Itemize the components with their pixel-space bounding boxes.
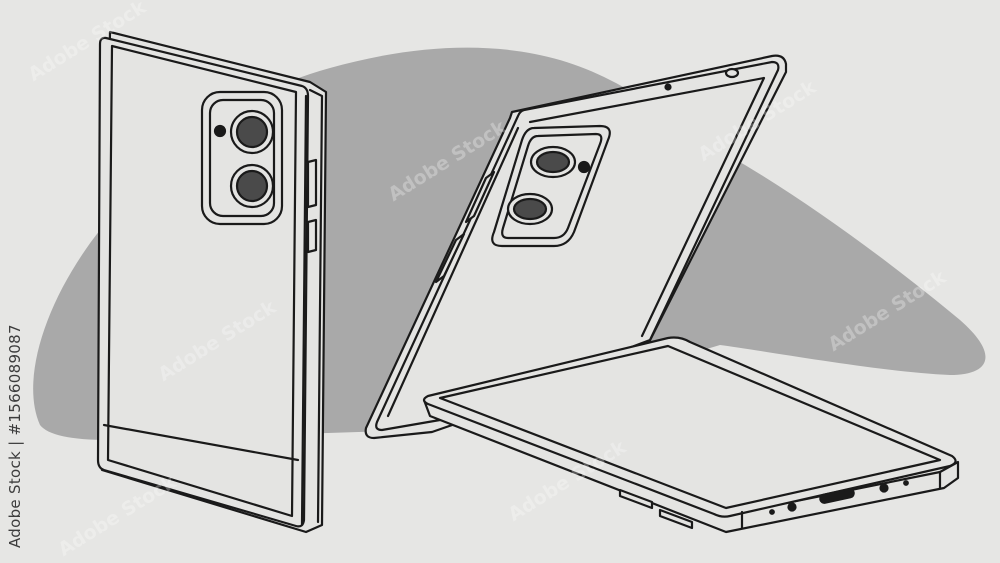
middle-phone-lens-bottom <box>512 197 548 221</box>
middle-phone-flash <box>577 160 591 174</box>
middle-phone-top-port <box>724 67 740 79</box>
left-phone <box>96 30 328 534</box>
middle-phone-lens-top <box>535 150 571 174</box>
flat-phone-screen <box>422 336 957 518</box>
left-phone-inner-edge <box>106 44 298 518</box>
middle-phone <box>364 54 788 440</box>
flat-phone <box>422 336 960 534</box>
middle-phone-power-button <box>434 232 466 284</box>
left-phone-lens-top <box>235 115 269 149</box>
flat-phone-charging-port <box>819 488 855 504</box>
left-phone-flash <box>213 124 227 138</box>
flat-phone-mic <box>787 502 797 512</box>
left-phone-band <box>102 423 300 462</box>
stock-id-caption: Adobe Stock | #1566089087 <box>6 324 24 548</box>
left-phone-power-button <box>306 218 318 254</box>
flat-phone-volume-button <box>618 488 654 510</box>
flat-phone-power-button <box>658 508 694 530</box>
flat-phone-speaker-hole <box>879 483 889 493</box>
middle-phone-volume-button <box>464 170 496 224</box>
middle-phone-top-mic <box>664 83 672 91</box>
left-phone-volume-button <box>306 158 318 209</box>
middle-phone-back <box>375 60 780 432</box>
left-phone-lens-bottom <box>235 169 269 203</box>
